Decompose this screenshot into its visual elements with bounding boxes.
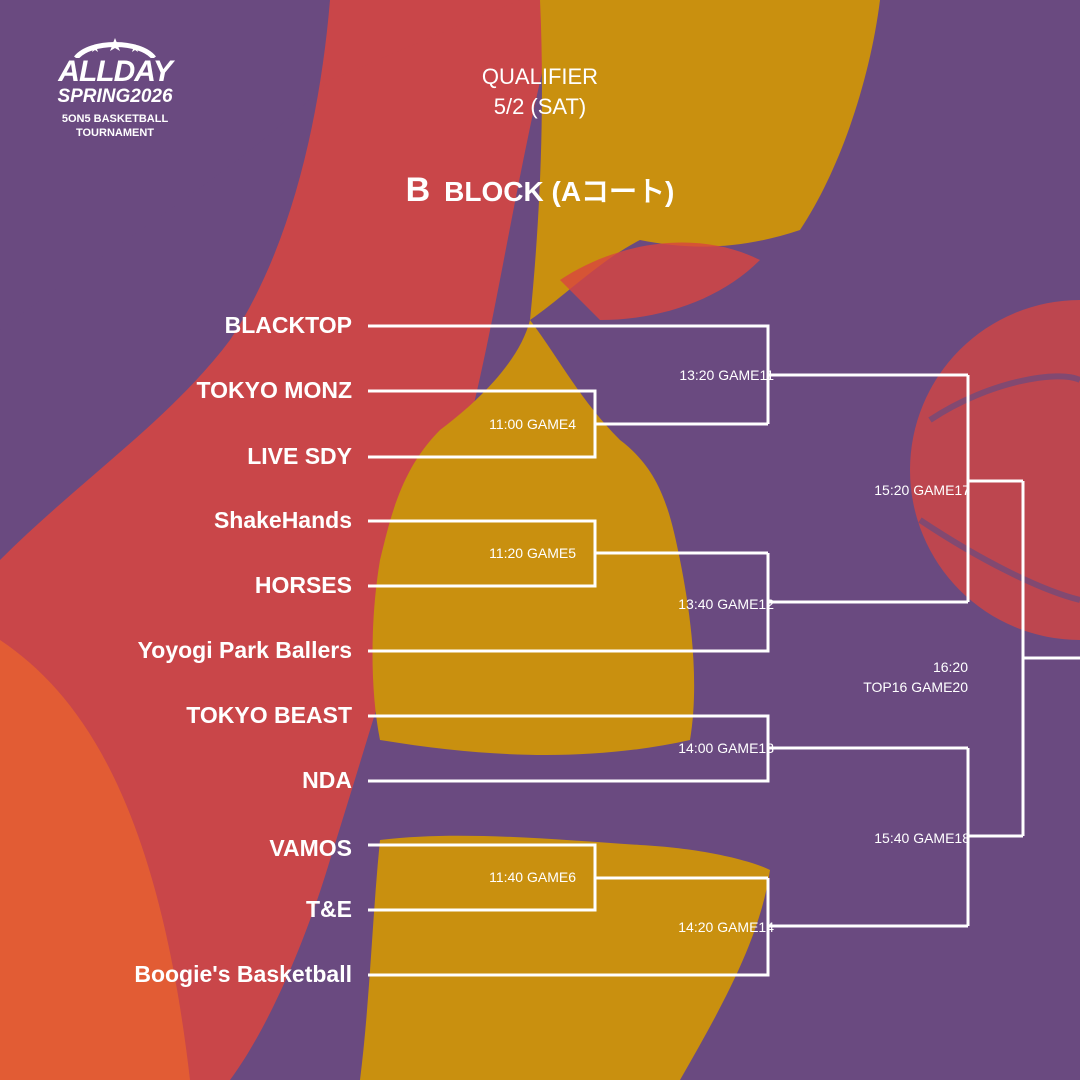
stage-label: QUALIFIER xyxy=(481,64,599,89)
team-live-sdy: LIVE SDY xyxy=(247,443,352,469)
team-nda: NDA xyxy=(302,767,352,793)
logo-season: SPRING2026 xyxy=(57,86,173,107)
team-yoyogi-park-ballers: Yoyogi Park Ballers xyxy=(137,637,352,663)
game4-label: 11:00 GAME4 xyxy=(489,416,576,432)
game11-label: 13:20 GAME11 xyxy=(679,367,774,383)
block-label: BLOCK (Aコート) xyxy=(444,176,675,207)
logo-wordmark: ALLDAY xyxy=(58,55,172,88)
bracket-line-game17 xyxy=(966,375,1023,602)
crown-icon xyxy=(74,38,156,58)
team-t-and-e: T&E xyxy=(306,896,352,922)
game20-title: TOP16 GAME20 xyxy=(863,679,968,695)
bracket-line-game20 xyxy=(1021,481,1080,836)
bracket-line-game4 xyxy=(368,389,768,459)
team-tokyo-monz: TOKYO MONZ xyxy=(196,377,352,403)
team-boogies-basketball: Boogie's Basketball xyxy=(134,961,352,987)
game12-label: 13:40 GAME12 xyxy=(678,596,774,612)
game17-label: 15:20 GAME17 xyxy=(874,482,970,498)
game20-label: 16:20 TOP16 GAME20 xyxy=(863,657,968,697)
team-blacktop: BLACKTOP xyxy=(224,312,352,338)
bracket-line-game5 xyxy=(368,519,768,588)
game18-label: 15:40 GAME18 xyxy=(874,830,970,846)
logo-subtitle-2: TOURNAMENT xyxy=(75,127,154,139)
team-shakehands: ShakeHands xyxy=(213,507,352,533)
block-title: B BLOCK (Aコート) xyxy=(300,170,780,210)
event-date: 5/2 (SAT) xyxy=(493,94,587,119)
team-vamos: VAMOS xyxy=(269,835,352,861)
game14-label: 14:20 GAME14 xyxy=(678,919,774,935)
bracket-line-game12 xyxy=(368,553,968,653)
game6-label: 11:40 GAME6 xyxy=(489,869,576,885)
team-horses: HORSES xyxy=(254,572,352,598)
bracket-line-game18 xyxy=(966,748,1023,926)
event-header: QUALIFIER 5/2 (SAT) xyxy=(380,62,700,122)
block-letter: B xyxy=(405,171,431,209)
team-tokyo-beast: TOKYO BEAST xyxy=(186,702,352,728)
game20-time: 16:20 xyxy=(932,659,968,675)
bracket-line-game11 xyxy=(368,324,968,424)
tournament-logo: ALLDAY SPRING2026 5ON5 BASKETBALL TOURNA… xyxy=(40,36,190,140)
game13-label: 14:00 GAME13 xyxy=(678,740,774,756)
bracket-line-game6 xyxy=(368,843,768,912)
game5-label: 11:20 GAME5 xyxy=(489,545,576,561)
logo-subtitle-1: 5ON5 BASKETBALL xyxy=(61,113,169,125)
bracket-line-game13 xyxy=(368,714,968,783)
bracket-line-game14 xyxy=(368,878,968,977)
